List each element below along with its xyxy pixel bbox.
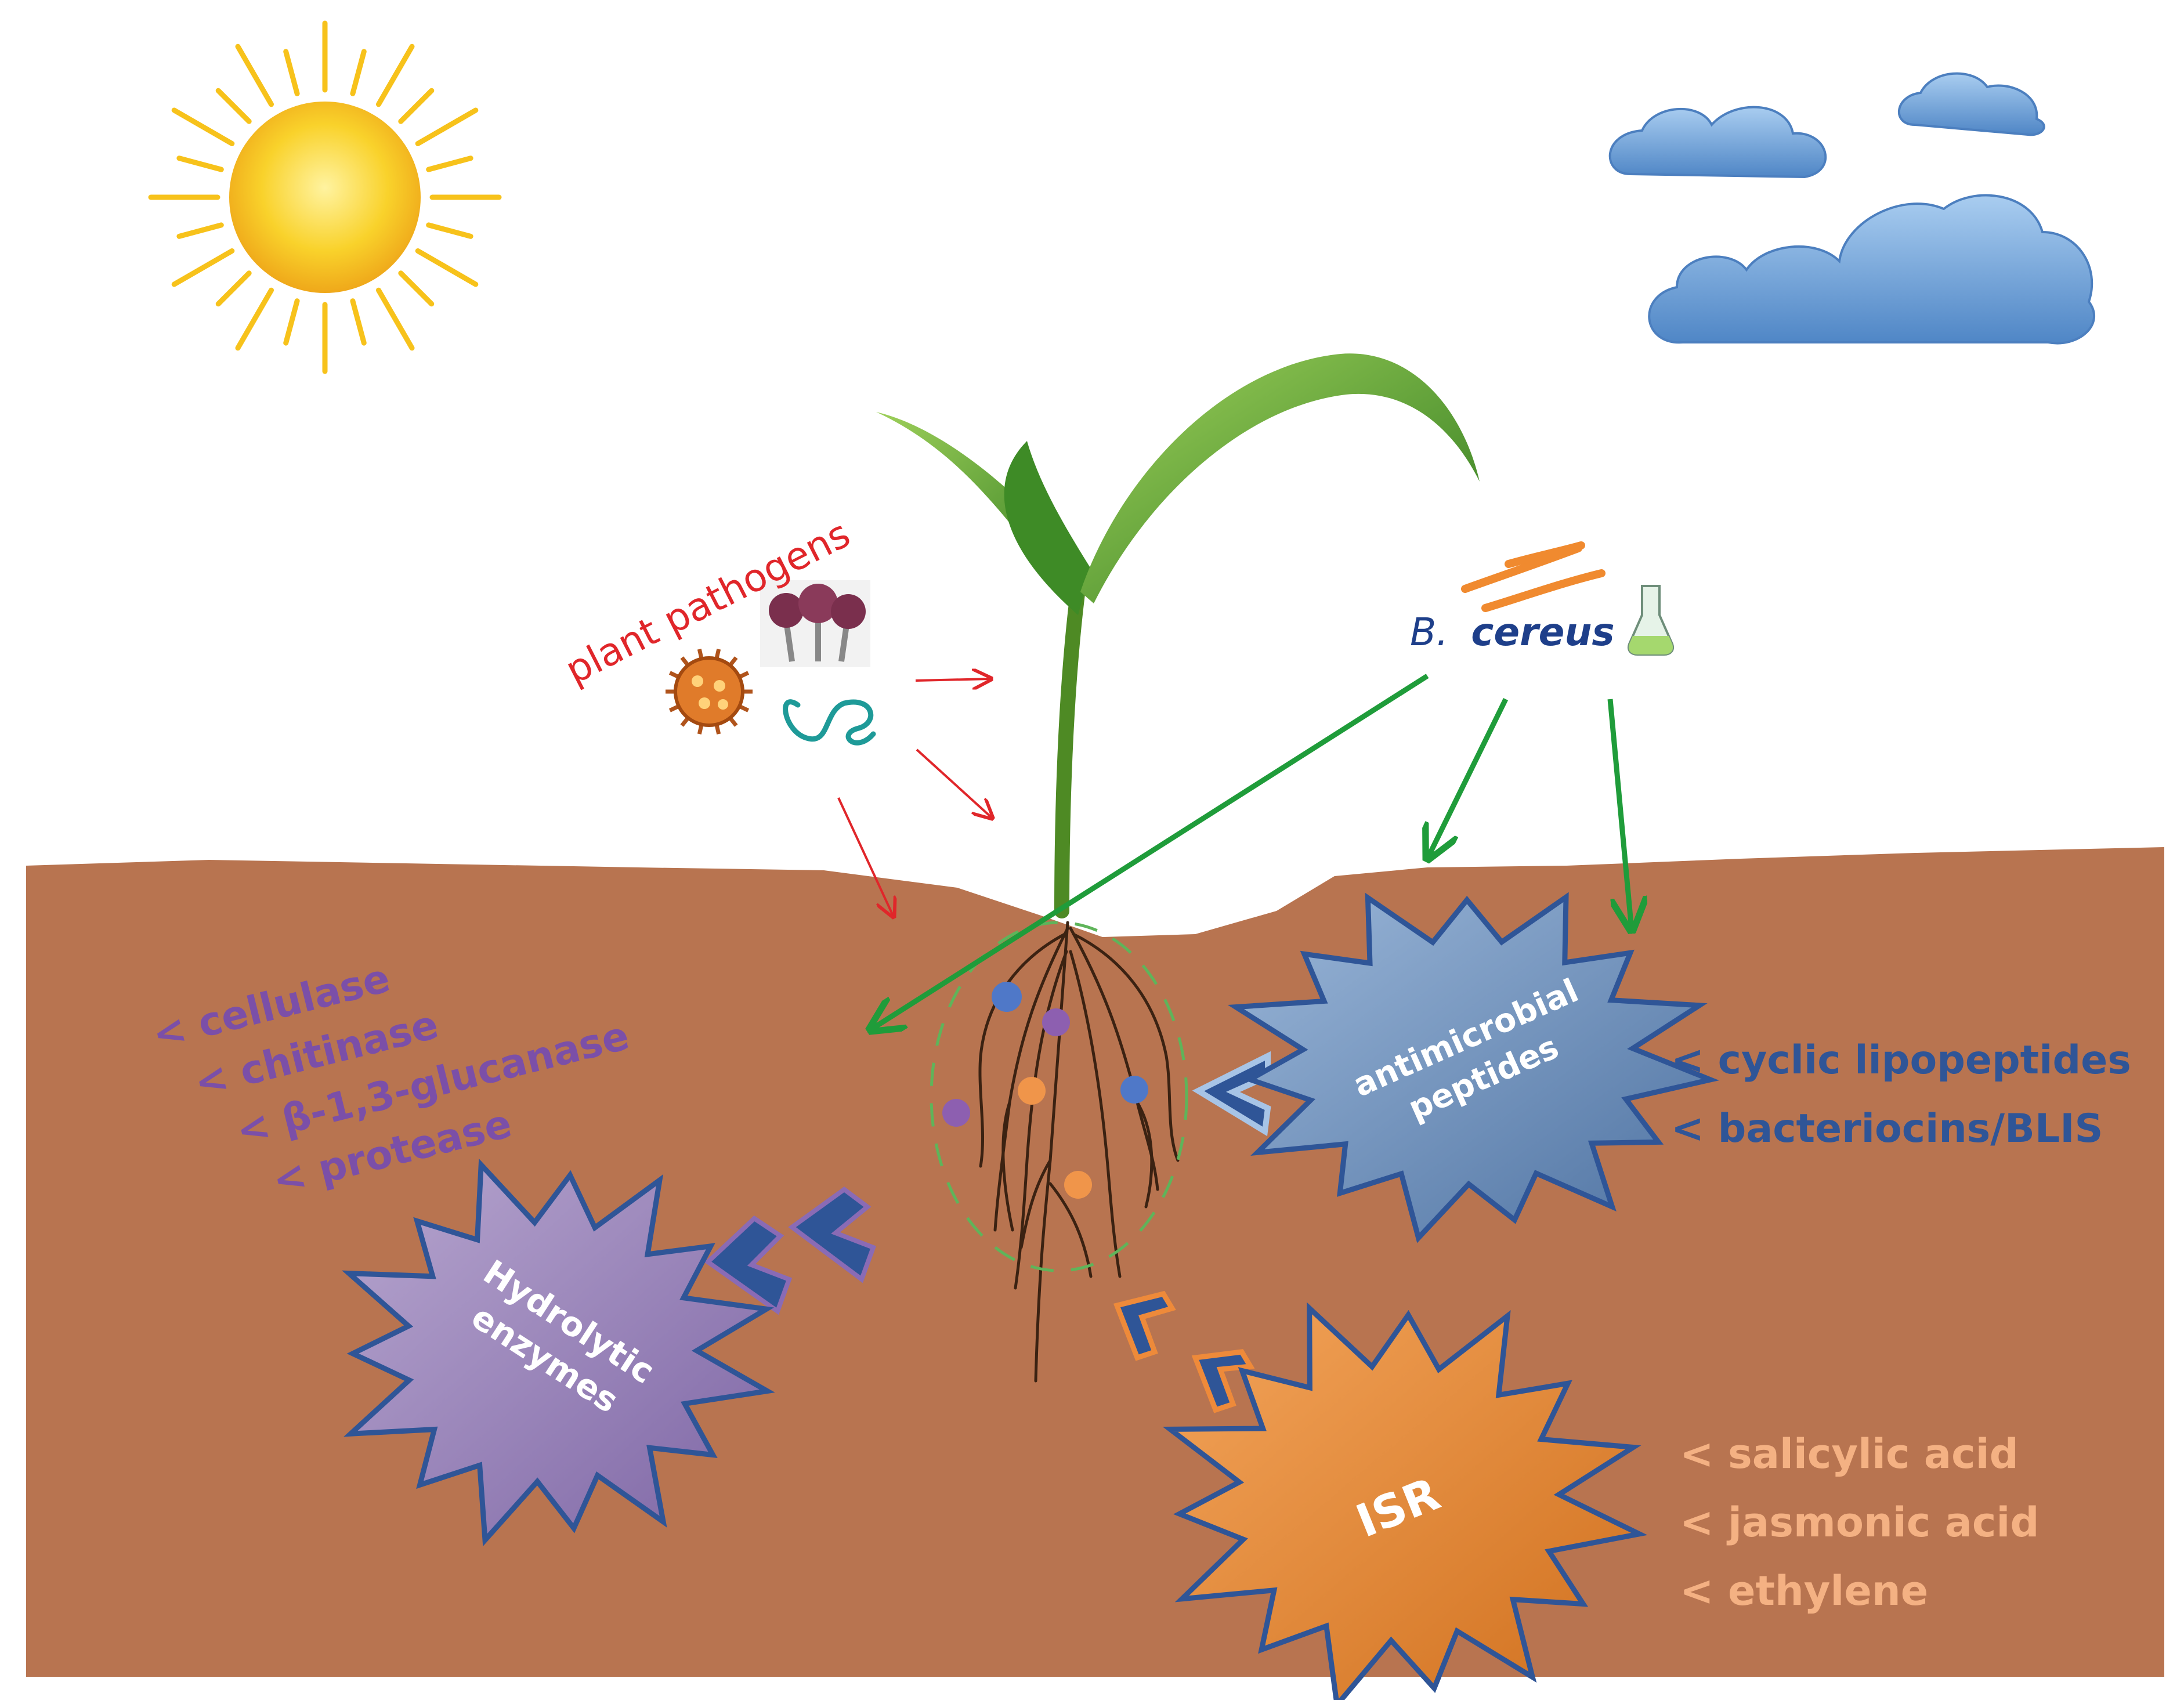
sun-ray [283,49,300,96]
hydrolytic-enzymes-starburst [341,1158,775,1547]
isr-chevrons [1113,1290,1255,1413]
isr-item: < jasmonic acid [1680,1499,2039,1546]
flask-icon [1628,585,1674,656]
isr-item: < salicylic acid [1680,1430,2019,1478]
sun-ray [176,222,224,239]
isr-starburst [1162,1302,1648,1700]
isr-item: < ethylene [1680,1567,1928,1615]
bacteria-icon [1461,541,1606,612]
sun-ray [415,248,479,287]
root-system [978,921,1180,1383]
sun-ray [235,287,274,351]
sun-ray [350,49,367,96]
fungus-icon [760,580,870,667]
sun-ray [235,44,274,107]
sun-ray [376,44,415,107]
sun-ray [283,298,300,346]
cloud-icon [1608,72,2095,345]
antimicrobial-item: < bacteriocins/BLIS [1671,1106,2103,1152]
bacillus-genus: B. [1410,610,1448,654]
virus-icon [666,649,753,735]
antimicrobial-item: < cyclic lipopeptides [1671,1037,2131,1083]
rhizosphere-boundary [930,921,1188,1272]
pathogen-arrows [837,679,992,917]
sun-ray [426,222,473,239]
sun-ray [171,107,235,146]
sun-ray [398,270,435,307]
sun-ray [415,107,479,146]
bacillus-cereus-label: B. cereus [1410,610,1615,654]
hydrolytic-chevrons [704,1187,877,1315]
sun-ray [350,298,367,346]
root-associated-bacteria [942,982,1148,1199]
antimicrobial-peptides-starburst [1227,892,1719,1243]
sun-ray [398,88,435,124]
sun-ray [376,287,415,351]
sun-ray [176,155,224,172]
sun-ray [215,270,252,307]
bacillus-arrows [870,674,1632,1030]
maize-plant-icon [876,353,1480,918]
sun-ray [171,248,235,287]
sun-ray [426,155,473,172]
nematode-icon [783,699,876,746]
sun-icon [148,20,502,374]
sun-ray [215,88,252,124]
bacillus-species: cereus [1471,610,1614,654]
